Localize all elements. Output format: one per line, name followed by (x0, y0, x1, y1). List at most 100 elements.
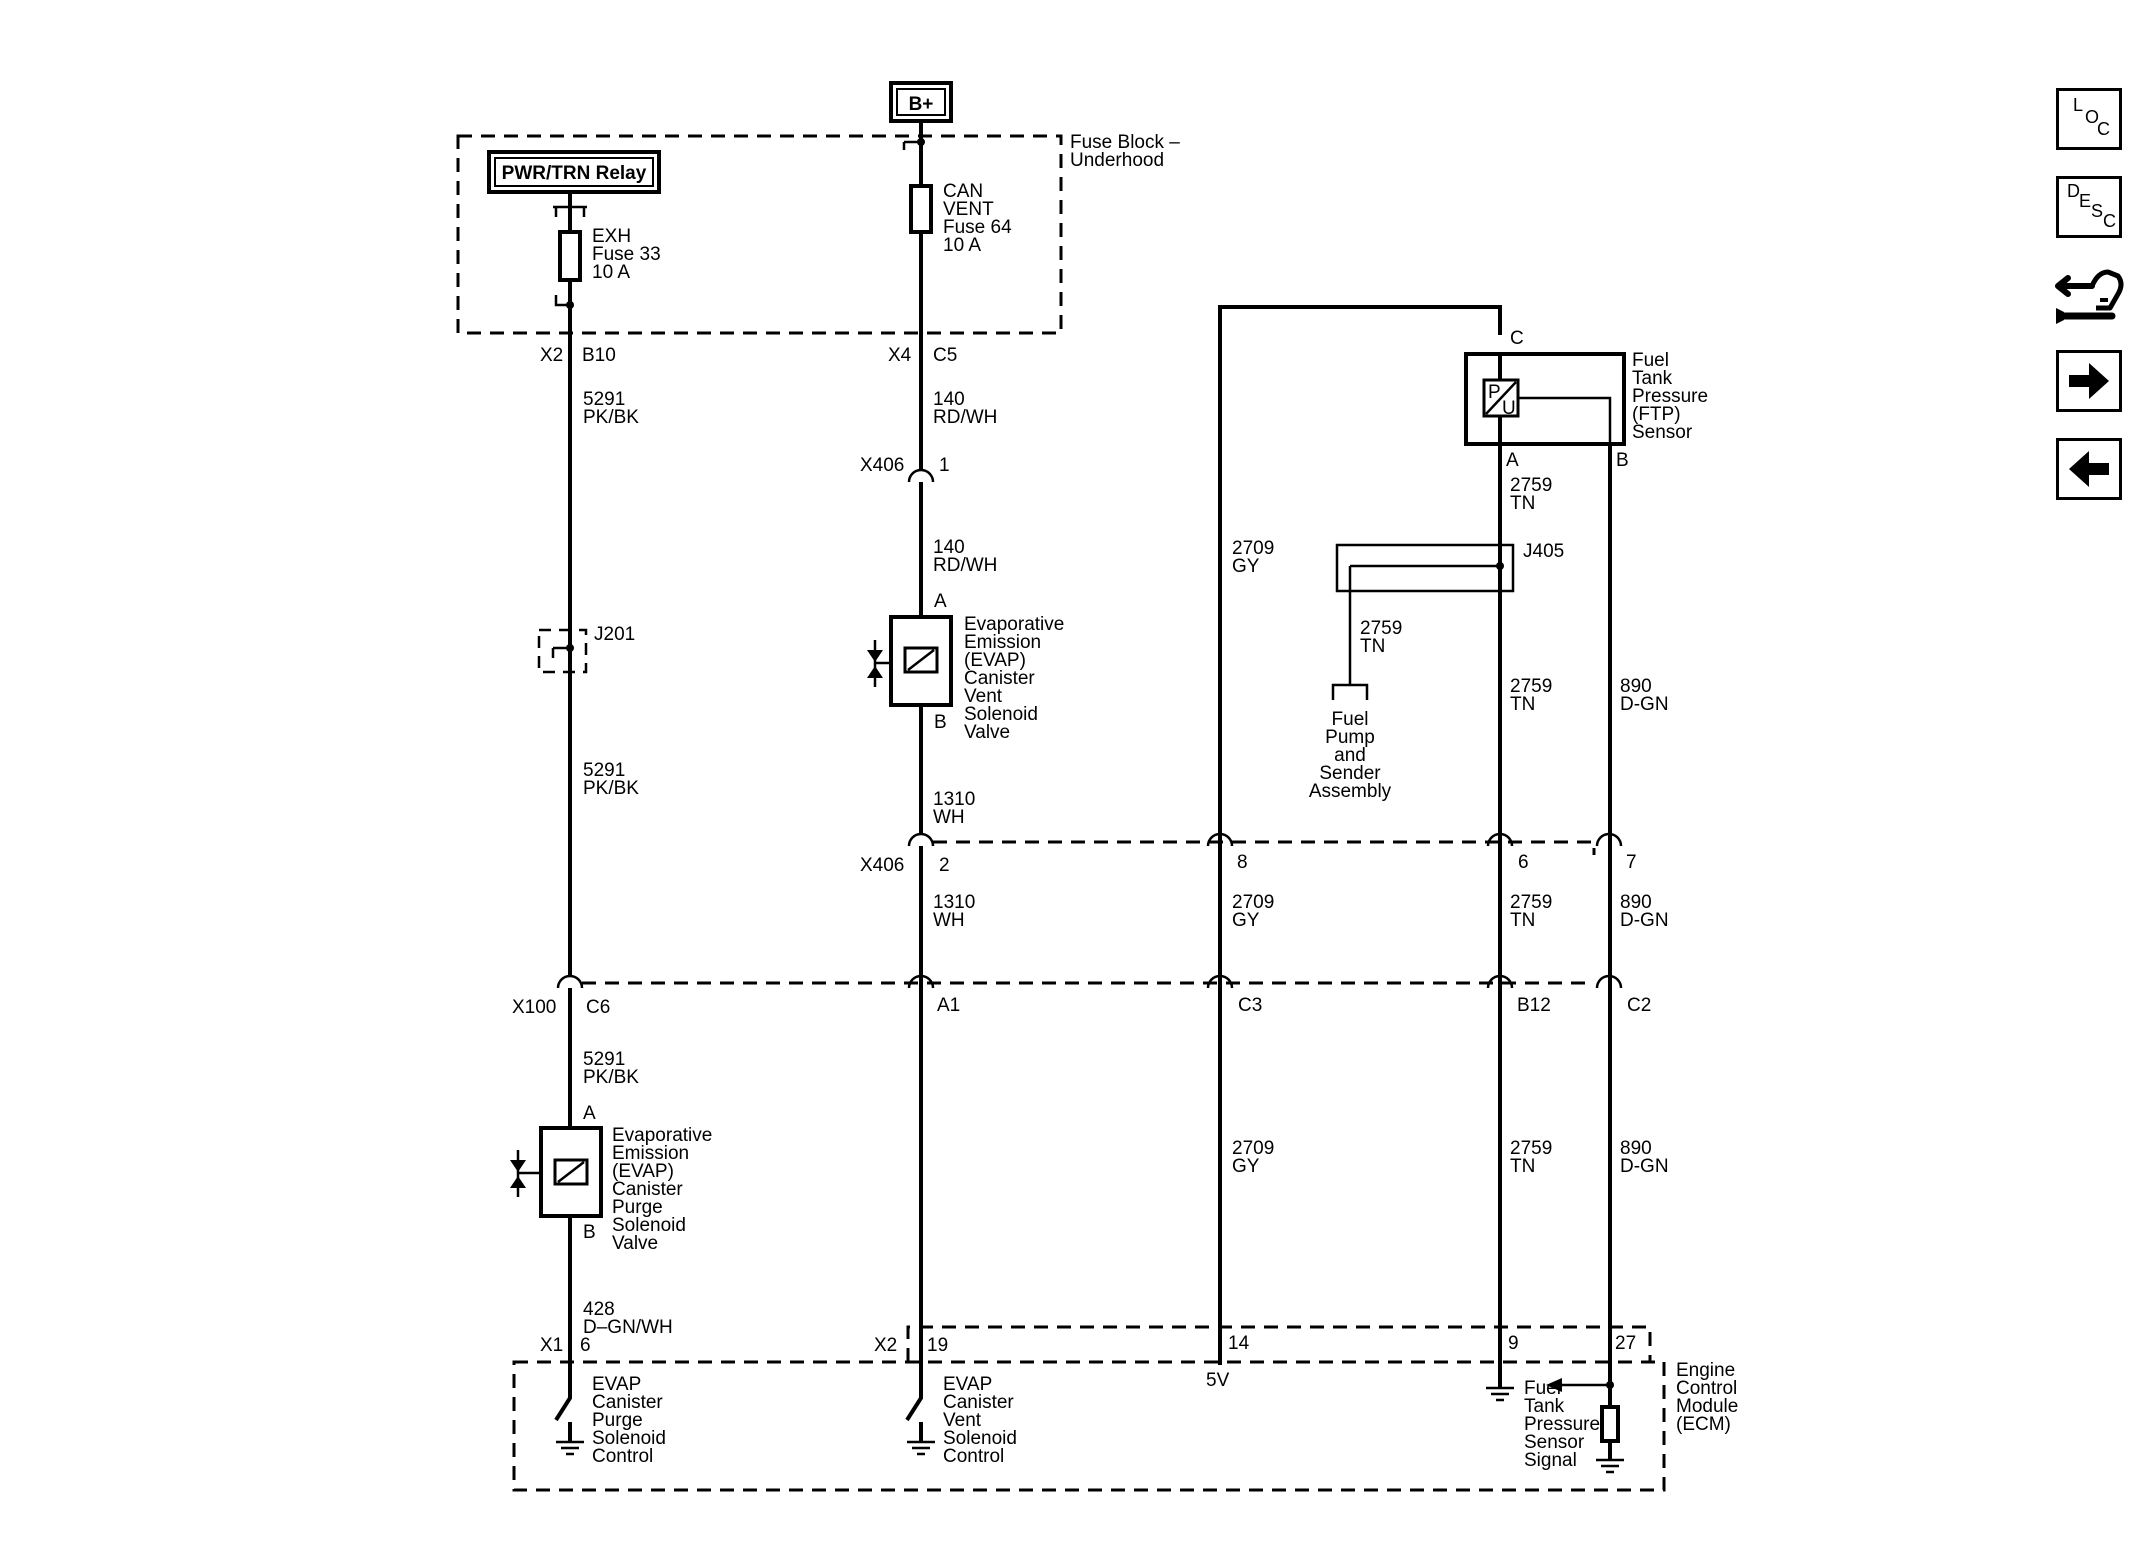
splice-j405: J405 (1523, 541, 1564, 562)
fuse-block-underhood: Fuse Block – Underhood (456, 132, 1180, 335)
fuse-33: EXH Fuse 33 10 A (553, 192, 661, 309)
w2759-num-branch: 2759 (1360, 618, 1402, 639)
pwr-trn-relay: PWR/TRN Relay (487, 150, 661, 194)
w2759-col-1: TN (1510, 493, 1535, 514)
x100-b12: B12 (1517, 995, 1551, 1016)
vent-ctrl-l1: EVAP (943, 1374, 992, 1395)
ftp-l3: Pressure (1632, 386, 1708, 407)
w2759-col-3: TN (1510, 910, 1535, 931)
purge-l1: Evaporative (612, 1125, 712, 1146)
ftp-u: U (1502, 398, 1516, 419)
w890-col-3: D-GN (1620, 1156, 1669, 1177)
location-button[interactable]: L O C (2056, 88, 2122, 150)
relay-label: PWR/TRN Relay (502, 163, 647, 184)
conn-x4: X4 (888, 345, 912, 366)
x1-pin6: 6 (580, 1335, 591, 1356)
w890-num-2: 890 (1620, 892, 1652, 913)
w890-num-3: 890 (1620, 1138, 1652, 1159)
w5291-num-2: 5291 (583, 760, 625, 781)
w2709-col-2: GY (1232, 910, 1260, 931)
x100-a1: A1 (937, 995, 960, 1016)
w2759-num-4: 2759 (1510, 1138, 1552, 1159)
ftp-sig-l1: Fuel (1524, 1378, 1561, 1399)
ftp-sig-l3: Pressure (1524, 1414, 1600, 1435)
fuse33-l3: 10 A (592, 262, 630, 283)
w890-col-1: D-GN (1620, 694, 1669, 715)
vent-ctrl-l3: Vent (943, 1410, 982, 1431)
pump-l4: Sender (1319, 763, 1381, 784)
circuit-5291: X2 B10 5291 PK/BK J201 5291 PK/BK (537, 305, 639, 975)
w2759-col-2: TN (1510, 694, 1535, 715)
w1310-col-1: WH (933, 807, 965, 828)
x406-pin7: 7 (1626, 852, 1637, 873)
next-button[interactable] (2056, 350, 2122, 412)
ftp-l1: Fuel (1632, 350, 1669, 371)
circuit-1310-lower: 1310 WH (919, 846, 975, 975)
conn-x406-b: X406 (860, 855, 904, 876)
loc-l: L (2073, 95, 2083, 115)
ftp-sig-l4: Sensor (1524, 1432, 1585, 1453)
vent-l7: Valve (964, 722, 1010, 743)
desc-s: S (2091, 201, 2103, 221)
pump-l1: Fuel (1332, 709, 1369, 730)
w428-num: 428 (583, 1299, 615, 1320)
purge-l7: Valve (612, 1233, 658, 1254)
vent-l4: Canister (964, 668, 1035, 689)
vent-pin-b: B (934, 712, 947, 733)
ecm-l2: Control (1676, 1378, 1737, 1399)
purge-ctrl-l3: Purge (592, 1410, 643, 1431)
fuse64-l1: CAN (943, 181, 983, 202)
w5291-num-3: 5291 (583, 1049, 625, 1070)
vent-l2: Emission (964, 632, 1041, 653)
fuse-block-label-1: Fuse Block – (1070, 132, 1180, 153)
previous-button[interactable] (2056, 438, 2122, 500)
purge-pin-b: B (583, 1222, 596, 1243)
fuse33-l1: EXH (592, 226, 631, 247)
circuit-140-1310: X4 C5 140 RD/WH X406 1 140 RD/WH (860, 232, 997, 615)
w2709-num-1: 2709 (1232, 538, 1274, 559)
w2709-num-2: 2709 (1232, 892, 1274, 913)
desc-d: D (2067, 181, 2080, 201)
bplus-label: B+ (909, 94, 934, 115)
desc-c: C (2103, 211, 2116, 231)
purge-l4: Canister (612, 1179, 683, 1200)
pump-l5: Assembly (1309, 781, 1392, 802)
w5291-col-1: PK/BK (583, 407, 639, 428)
ecm-pin9: 9 (1508, 1333, 1519, 1354)
ftp-sig-l2: Tank (1524, 1396, 1565, 1417)
conn-c5: C5 (933, 345, 957, 366)
w2709-col-1: GY (1232, 556, 1260, 577)
description-button[interactable]: D E S C (2056, 176, 2122, 238)
repair-procedure-icon[interactable] (2052, 258, 2128, 336)
w140-num-1: 140 (933, 389, 965, 410)
w1310-col-2: WH (933, 910, 965, 931)
vent-l6: Solenoid (964, 704, 1038, 725)
purge-l5: Purge (612, 1197, 663, 1218)
w428-col: D–GN/WH (583, 1317, 673, 1338)
purge-ctrl-l5: Control (592, 1446, 653, 1467)
ecm-pin14: 14 (1228, 1333, 1250, 1354)
w2759-num-3: 2759 (1510, 892, 1552, 913)
x406-pin2: 2 (939, 855, 950, 876)
ftp-l2: Tank (1632, 368, 1673, 389)
ecm: Engine Control Module (ECM) X1 6 X2 19 1… (512, 975, 1738, 1492)
w2759-col-4: TN (1510, 1156, 1535, 1177)
ftp-sensor: C P U Fuel Tank Pressure (FTP) Sensor A … (1464, 328, 1708, 471)
conn-x2: X2 (540, 345, 563, 366)
ftp-p: P (1488, 382, 1501, 403)
ecm-l4: (ECM) (1676, 1414, 1731, 1435)
ftp-pin-b: B (1616, 450, 1629, 471)
vent-l1: Evaporative (964, 614, 1064, 635)
w2709-col-3: GY (1232, 1156, 1260, 1177)
fuse64-l2: VENT (943, 199, 994, 220)
purge-l6: Solenoid (612, 1215, 686, 1236)
conn-x2-ecm: X2 (874, 1335, 897, 1356)
circuit-2759: 2759 TN J405 2759 TN 2759 TN 2759 TN 275… (1335, 444, 1564, 1365)
ecm-l1: Engine (1676, 1360, 1735, 1381)
x2-pin19: 19 (927, 1335, 948, 1356)
x406-pin8: 8 (1237, 852, 1248, 873)
fuse64-l4: 10 A (943, 235, 981, 256)
ftp-sig-l5: Signal (1524, 1450, 1577, 1471)
vent-ctrl-l2: Canister (943, 1392, 1014, 1413)
